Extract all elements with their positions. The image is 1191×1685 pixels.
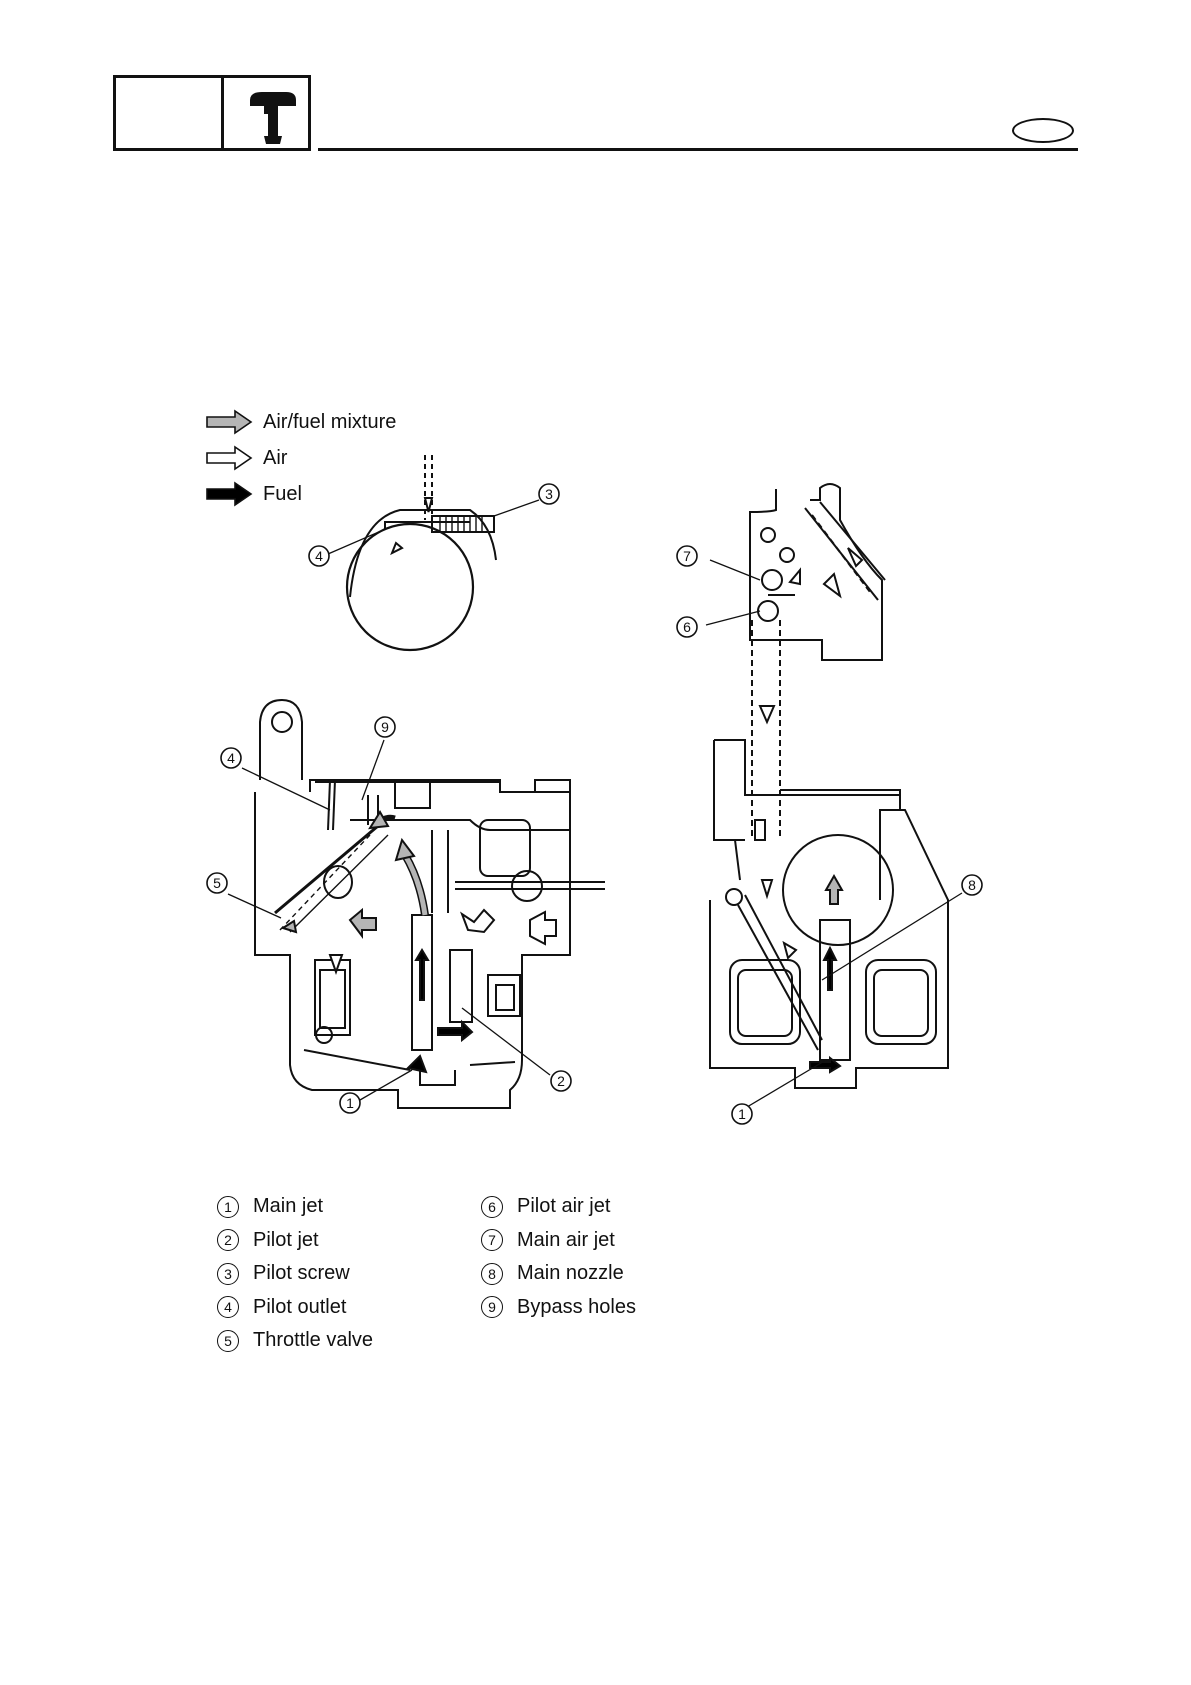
list-item: 6 Pilot air jet [481,1190,745,1224]
list-item: 5 Throttle valve [217,1324,481,1358]
part-label: Pilot air jet [517,1195,610,1218]
list-item: 3 Pilot screw [217,1257,481,1291]
list-item: 2 Pilot jet [217,1224,481,1258]
part-number: 1 [217,1196,239,1218]
callout-4-bottom: 4 [221,748,241,768]
list-item: 4 Pilot outlet [217,1291,481,1325]
svg-text:6: 6 [683,619,691,635]
svg-text:4: 4 [315,548,323,564]
list-item: 7 Main air jet [481,1224,745,1258]
part-number: 7 [481,1229,503,1251]
list-item: 9 Bypass holes [481,1291,745,1325]
callout-1-left: 1 [340,1093,360,1113]
list-item: 1 Main jet [217,1190,481,1224]
svg-text:1: 1 [346,1095,354,1111]
svg-text:9: 9 [381,719,389,735]
callout-1-right: 1 [732,1104,752,1124]
pilot-screw-detail [328,455,539,650]
part-label: Main jet [253,1195,323,1218]
svg-text:4: 4 [227,750,235,766]
part-label: Pilot screw [253,1262,350,1285]
part-number: 2 [217,1229,239,1251]
part-label: Pilot jet [253,1229,319,1252]
callout-3: 3 [539,484,559,504]
part-number: 9 [481,1296,503,1318]
callout-4-top: 4 [309,546,329,566]
svg-text:8: 8 [968,877,976,893]
carburetor-front-section [710,740,962,1110]
svg-text:7: 7 [683,548,691,564]
svg-text:3: 3 [545,486,553,502]
list-item: 8 Main nozzle [481,1257,745,1291]
carburetor-side-section [228,700,605,1108]
part-number: 4 [217,1296,239,1318]
callout-2: 2 [551,1071,571,1091]
svg-text:5: 5 [213,875,221,891]
part-number: 3 [217,1263,239,1285]
callout-8: 8 [962,875,982,895]
parts-column-right: 6 Pilot air jet 7 Main air jet 8 Main nozzl… [481,1190,745,1358]
callout-5: 5 [207,873,227,893]
svg-text:1: 1 [738,1106,746,1122]
svg-text:2: 2 [557,1073,565,1089]
part-label: Main air jet [517,1229,615,1252]
part-label: Main nozzle [517,1262,624,1285]
part-label: Bypass holes [517,1296,636,1319]
callout-9: 9 [375,717,395,737]
parts-list: 1 Main jet 2 Pilot jet 3 Pilot screw 4 Pilot… [217,1190,745,1358]
part-number: 8 [481,1263,503,1285]
part-label: Pilot outlet [253,1296,346,1319]
callout-7: 7 [677,546,697,566]
part-label: Throttle valve [253,1329,373,1352]
air-jet-detail [706,484,885,790]
parts-column-left: 1 Main jet 2 Pilot jet 3 Pilot screw 4 Pilot… [217,1190,481,1358]
part-number: 5 [217,1330,239,1352]
callout-6: 6 [677,617,697,637]
part-number: 6 [481,1196,503,1218]
